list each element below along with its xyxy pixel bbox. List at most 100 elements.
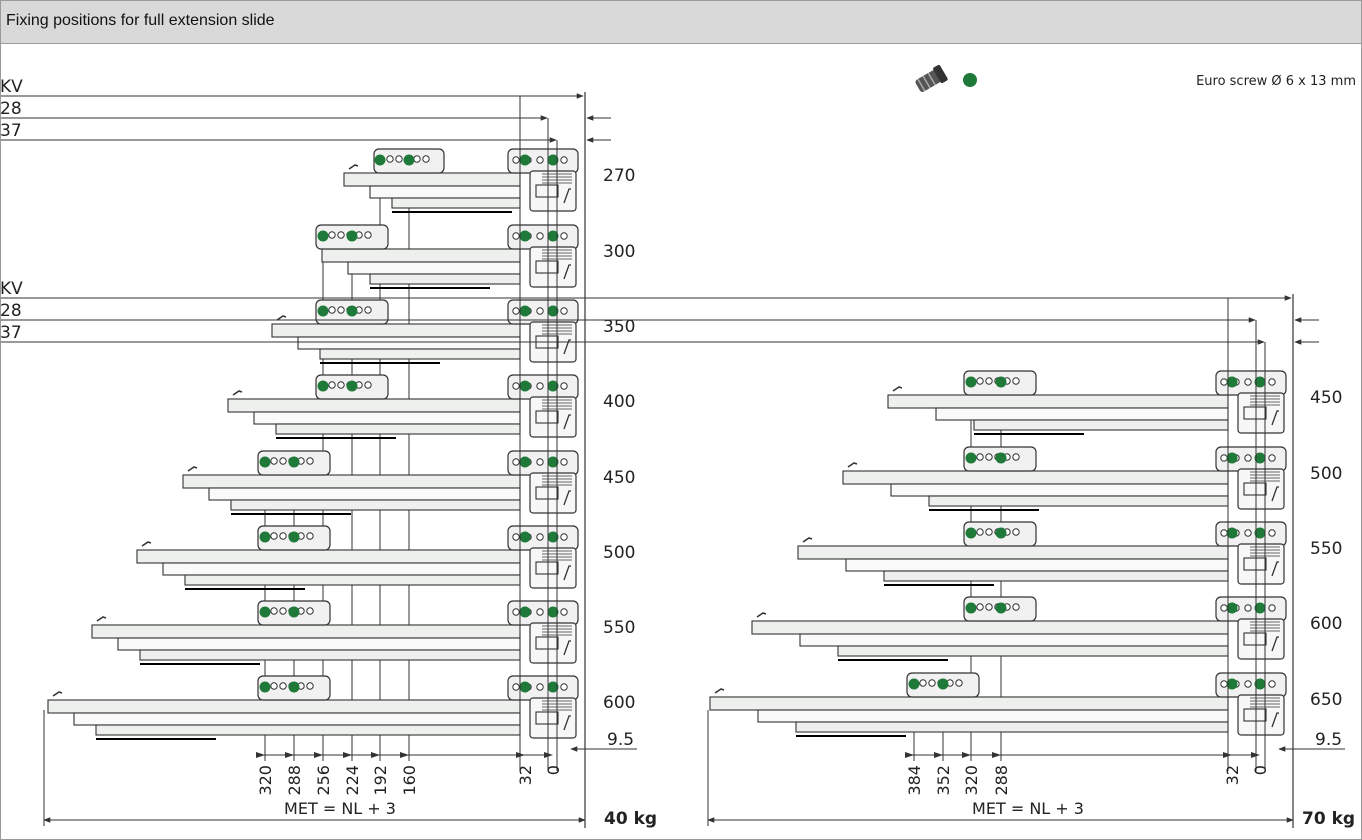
bracket-hole <box>364 381 372 389</box>
housing-lever <box>1271 636 1279 652</box>
rail-hook <box>187 466 198 472</box>
inner-rail <box>928 495 1229 507</box>
bracket-hole <box>955 679 963 687</box>
housing-latch <box>535 184 559 198</box>
bracket-hole <box>1244 680 1252 688</box>
bracket-hole <box>512 683 520 691</box>
bottom-dim-label: 32 <box>1223 765 1242 785</box>
housing-lever <box>563 188 571 204</box>
met-label: MET = NL + 3 <box>972 799 1084 818</box>
bracket-hole <box>386 155 394 163</box>
screw-dot <box>965 452 977 464</box>
housing-latch <box>535 260 559 274</box>
bracket-hole <box>1244 604 1252 612</box>
bracket-hole <box>337 381 345 389</box>
screw-dot <box>1226 376 1238 388</box>
bracket-hole <box>536 382 544 390</box>
housing-latch <box>1243 482 1267 496</box>
kv-label: KV <box>0 77 23 97</box>
screw-dot <box>547 305 559 317</box>
rail-hook <box>96 616 107 622</box>
housing-latch <box>535 486 559 500</box>
dim-arrow <box>516 752 525 758</box>
housing-lever <box>1271 712 1279 728</box>
middle-rail <box>757 709 1229 723</box>
bracket-hole <box>560 458 568 466</box>
screw-dot <box>519 681 531 693</box>
bracket-hole <box>536 232 544 240</box>
bottom-dim-label: 288 <box>992 765 1011 796</box>
euro-screw-icon <box>915 64 948 92</box>
front-housing <box>507 525 579 589</box>
screw-dot <box>519 606 531 618</box>
screw-legend-dot <box>963 73 977 87</box>
rail-hook <box>232 390 243 396</box>
bracket-hole <box>1220 378 1228 386</box>
dim-arrow <box>544 752 553 758</box>
bracket-hole <box>364 231 372 239</box>
bottom-dim-label: 0 <box>1251 765 1270 775</box>
bracket-hole <box>306 682 314 690</box>
rail-hook <box>714 688 725 694</box>
bracket-hole <box>270 682 278 690</box>
screw-dot <box>519 230 531 242</box>
slide-runner <box>842 446 1287 511</box>
outer-rail <box>797 545 1229 560</box>
bracket-hole <box>1012 603 1020 611</box>
inner-rail <box>883 570 1229 582</box>
screw-dot <box>288 456 300 468</box>
screw-dot <box>288 531 300 543</box>
screw-dot <box>995 527 1007 539</box>
slide-runner <box>47 675 579 740</box>
inner-rail <box>230 499 521 511</box>
header-bar: Fixing positions for full extension slid… <box>0 0 1362 44</box>
screw-dot <box>519 305 531 317</box>
bracket-hole <box>1012 377 1020 385</box>
slide-runner <box>751 596 1287 661</box>
bracket-hole <box>1244 454 1252 462</box>
slide-runner <box>343 148 579 213</box>
slide-runner <box>227 374 579 439</box>
inner-rail <box>275 423 521 435</box>
bracket-hole <box>364 306 372 314</box>
screw-dot <box>547 606 559 618</box>
housing-lever <box>563 490 571 506</box>
screw-dot <box>259 681 271 693</box>
inner-rail <box>795 721 1229 733</box>
slide-length-label: 500 <box>603 543 635 563</box>
housing-latch <box>535 561 559 575</box>
slide-runner <box>797 521 1287 586</box>
bracket-hole <box>536 608 544 616</box>
screw-dot <box>547 230 559 242</box>
bracket-hole <box>1268 454 1276 462</box>
inner-rail <box>837 645 1229 657</box>
dim-arrow <box>314 752 323 758</box>
slide-length-label: 300 <box>603 242 635 262</box>
screw-dot <box>288 681 300 693</box>
bracket-hole <box>328 231 336 239</box>
screw-dot <box>937 678 949 690</box>
middle-rail <box>890 483 1229 497</box>
screw-dot <box>995 376 1007 388</box>
inner-rail <box>369 273 521 285</box>
housing-lever <box>1271 486 1279 502</box>
bracket-hole <box>1268 529 1276 537</box>
rail-hook <box>892 386 903 392</box>
slide-runner <box>315 224 579 289</box>
outer-rail <box>136 549 521 564</box>
bracket-hole <box>306 457 314 465</box>
bottom-dim-label: 288 <box>285 765 304 796</box>
slide-length-label: 550 <box>1310 539 1342 559</box>
middle-rail <box>253 411 521 425</box>
slide-runner <box>709 672 1287 737</box>
outer-rail <box>709 696 1229 711</box>
screw-dot <box>1226 527 1238 539</box>
slide-length-label: 450 <box>1310 388 1342 408</box>
bracket-hole <box>536 307 544 315</box>
housing-latch <box>1243 557 1267 571</box>
outer-rail <box>751 620 1229 635</box>
bottom-dim-label: 256 <box>314 765 333 796</box>
screw-dot <box>519 531 531 543</box>
outer-rail <box>321 248 521 263</box>
bracket-hole <box>985 453 993 461</box>
